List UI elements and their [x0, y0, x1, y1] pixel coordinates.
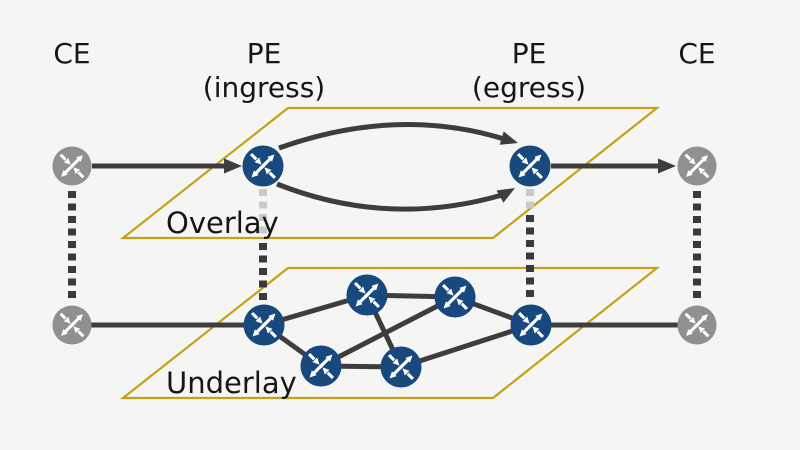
overlay-tunnel-arrowhead-top [499, 131, 518, 145]
pe-router-ingress-underlay [243, 304, 285, 346]
ce-right-label: CE [678, 37, 716, 70]
ce-router-top-left [52, 146, 92, 186]
ce-to-pe-ingress-arrowhead [224, 158, 242, 174]
routers-group [52, 145, 717, 388]
underlay-plane-label: Underlay [166, 366, 297, 400]
underlay-link-p-bottom-right-to-pe-egress [400, 322, 532, 370]
pe-egress-to-ce-arrowhead [658, 158, 676, 174]
overlay-plane [119, 106, 661, 240]
access-arrows-group [92, 158, 676, 174]
pe-ingress-role: (ingress) [202, 70, 326, 104]
ce-router-top-right [677, 146, 717, 186]
pe-egress-label: PE (egress) [472, 37, 586, 104]
p-router-bottom-right [380, 346, 422, 388]
overlay-tunnel-arrow-bottom [276, 181, 503, 212]
dotted-mappings-dark-group [68, 191, 701, 301]
overlay-tunnels-group [276, 121, 518, 212]
dotted-mappings-light-group [259, 189, 534, 238]
p-router-bottom-left [300, 345, 342, 387]
overlay-tunnel-arrow-top [278, 121, 505, 151]
pe-ingress-label: PE (ingress) [203, 37, 325, 104]
ce-left-label: CE [53, 37, 91, 70]
underlay-link-p-bottom-left-to-p-top-right [319, 294, 457, 369]
ce-router-bottom-left [52, 305, 92, 345]
pe-router-ingress-overlay [242, 145, 284, 187]
overlay-plane-label: Overlay [166, 206, 279, 240]
pe-egress-name: PE [511, 37, 547, 70]
overlay-tunnel-arrowhead-bottom [496, 188, 515, 203]
p-router-top-left [346, 274, 388, 316]
ce-router-bottom-right [677, 305, 717, 345]
pe-ingress-name: PE [246, 37, 282, 70]
p-router-top-right [434, 276, 476, 318]
pe-router-egress-underlay [510, 304, 552, 346]
pe-egress-role: (egress) [471, 70, 587, 104]
pe-router-egress-overlay [509, 145, 551, 187]
